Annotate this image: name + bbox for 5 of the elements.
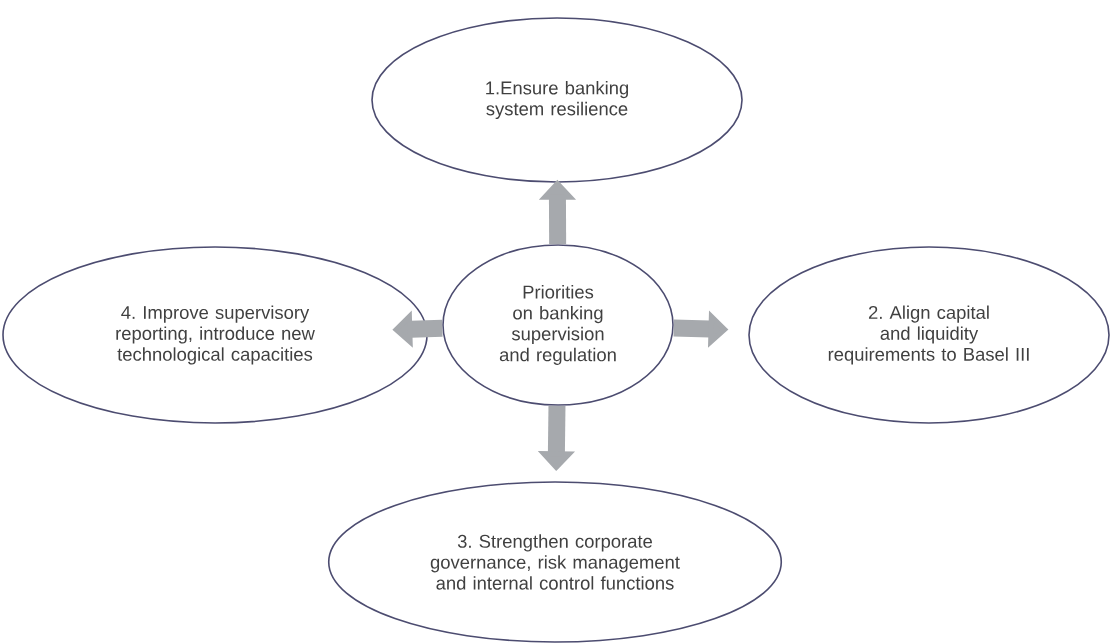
ellipse-node: Priorities on banking supervision and regulation (442, 244, 674, 406)
ellipse-node: 3. Strengthen corporate governance, risk management and internal control functions (327, 481, 783, 643)
ellipse-node: 2. Align capital and liquidity requirements to Basel III (748, 246, 1110, 424)
ellipse-node: 4. Improve supervisory reporting, introduce new technological capacities (2, 246, 428, 424)
ellipse-node: 1.Ensure banking system resilience (371, 17, 743, 183)
